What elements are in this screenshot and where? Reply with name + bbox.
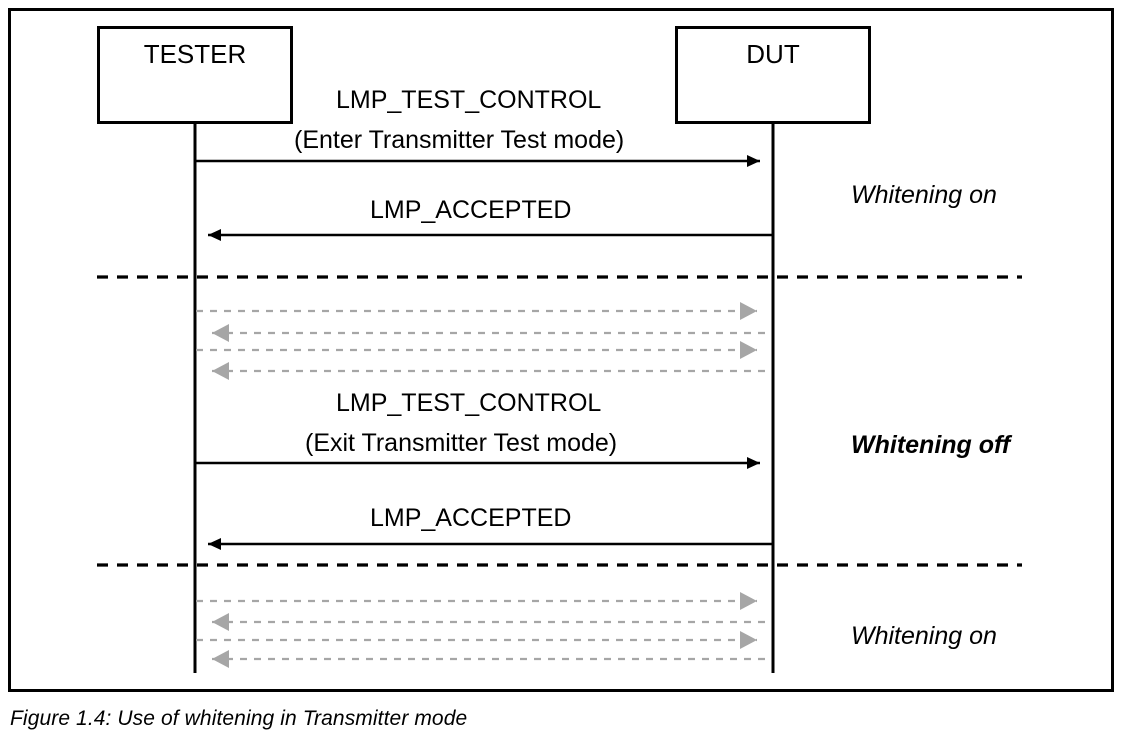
packets-whitening-on-1 (196, 302, 772, 380)
state-label-whitening-on-top: Whitening on (851, 181, 997, 209)
message-label-lmp-accepted-1: LMP_ACCEPTED (370, 196, 572, 224)
message-label-lmp-test-control-enter-line1: LMP_TEST_CONTROL (336, 86, 602, 114)
message-label-lmp-accepted-2: LMP_ACCEPTED (370, 504, 572, 532)
actor-box-dut (675, 26, 871, 124)
actor-label-tester: TESTER (143, 39, 247, 69)
actor-box-tester (97, 26, 293, 124)
state-label-whitening-off: Whitening off (851, 431, 1011, 459)
actor-label-dut: DUT (746, 39, 800, 69)
figure-caption: Figure 1.4: Use of whitening in Transmit… (10, 707, 468, 730)
message-label-lmp-test-control-enter-line2: (Enter Transmitter Test mode) (294, 126, 625, 154)
state-label-whitening-on-bottom: Whitening on (851, 622, 997, 650)
message-label-lmp-test-control-exit-line2: (Exit Transmitter Test mode) (305, 429, 618, 457)
message-label-lmp-test-control-exit-line1: LMP_TEST_CONTROL (336, 389, 602, 417)
packets-whitening-on-2 (196, 592, 772, 668)
